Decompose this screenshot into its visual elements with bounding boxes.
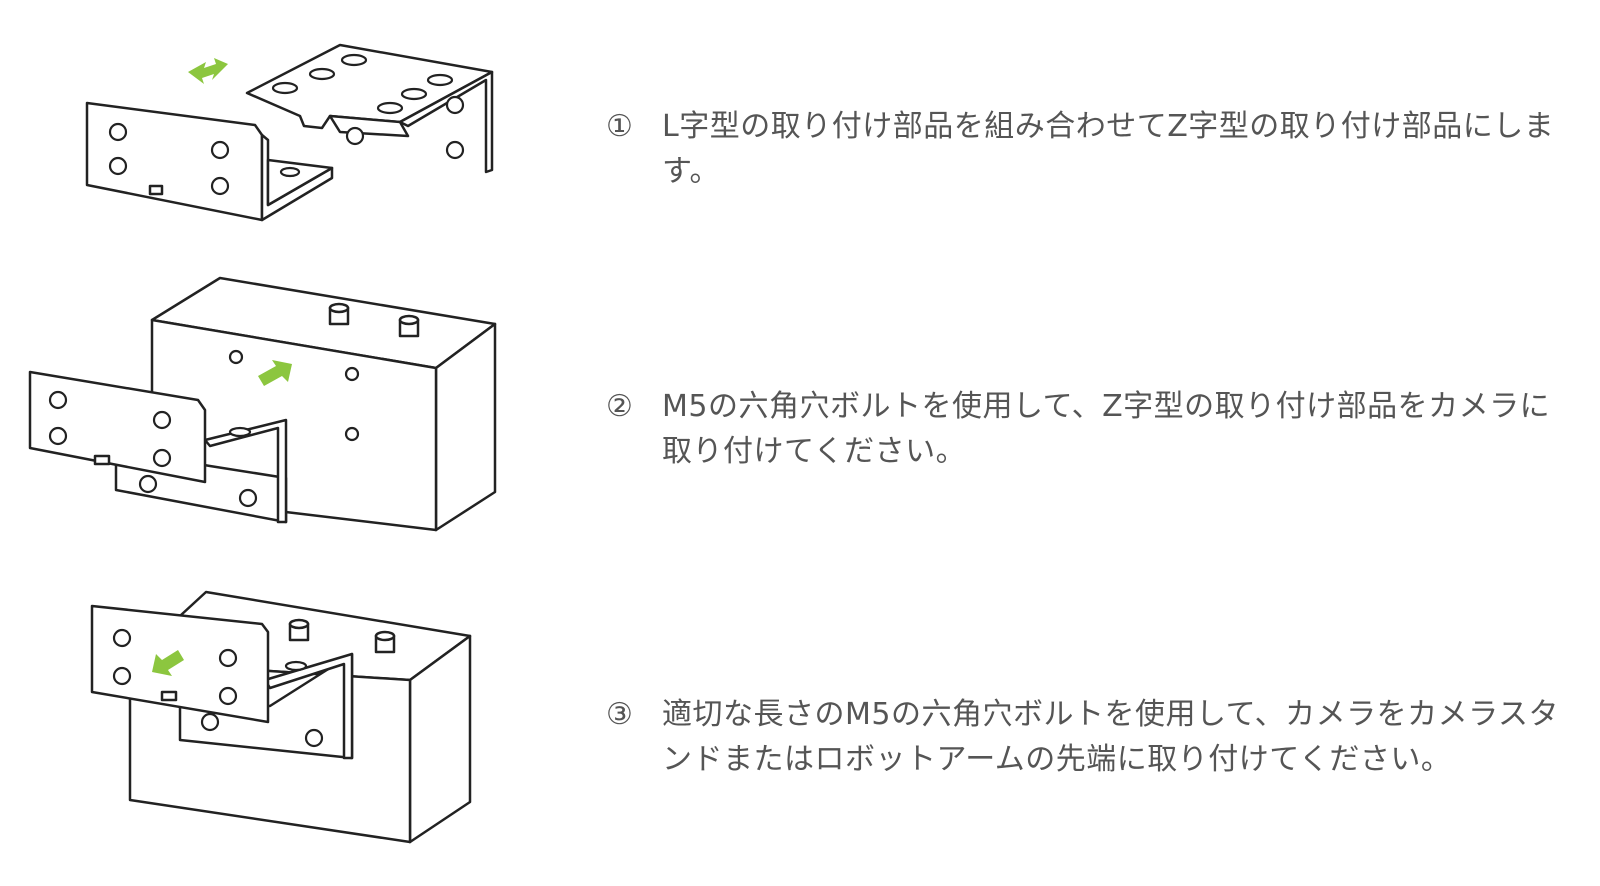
step-3: ③ 適切な長さのM5の六角穴ボルトを使用して、カメラをカメラスタンドまたはロボッ… bbox=[0, 580, 1600, 880]
step-2-number: ② bbox=[606, 389, 634, 424]
step-2: ② M5の六角穴ボルトを使用して、Z字型の取り付け部品をカメラに取り付けてくださ… bbox=[0, 260, 1600, 550]
step-2-text: ② M5の六角穴ボルトを使用して、Z字型の取り付け部品をカメラに取り付けてくださ… bbox=[606, 384, 1566, 474]
step-3-illustration bbox=[90, 590, 472, 844]
double-arrow-icon bbox=[188, 58, 228, 84]
step-1-illustration bbox=[85, 43, 494, 222]
step-3-description: 適切な長さのM5の六角穴ボルトを使用して、カメラをカメラスタンドまたはロボットア… bbox=[662, 697, 1559, 777]
step-1-text: ① L字型の取り付け部品を組み合わせてZ字型の取り付け部品にします。 bbox=[606, 104, 1566, 194]
step-2-illustration bbox=[28, 276, 497, 532]
step-1-description: L字型の取り付け部品を組み合わせてZ字型の取り付け部品にします。 bbox=[662, 109, 1555, 189]
step-2-description: M5の六角穴ボルトを使用して、Z字型の取り付け部品をカメラに取り付けてください。 bbox=[662, 389, 1551, 469]
step-1: ① L字型の取り付け部品を組み合わせてZ字型の取り付け部品にします。 bbox=[0, 0, 1600, 250]
arrow-icon bbox=[258, 360, 292, 386]
step-1-number: ① bbox=[606, 109, 634, 144]
arrow-icon bbox=[152, 650, 184, 676]
step-3-number: ③ bbox=[606, 697, 634, 732]
step-3-text: ③ 適切な長さのM5の六角穴ボルトを使用して、カメラをカメラスタンドまたはロボッ… bbox=[606, 692, 1566, 782]
